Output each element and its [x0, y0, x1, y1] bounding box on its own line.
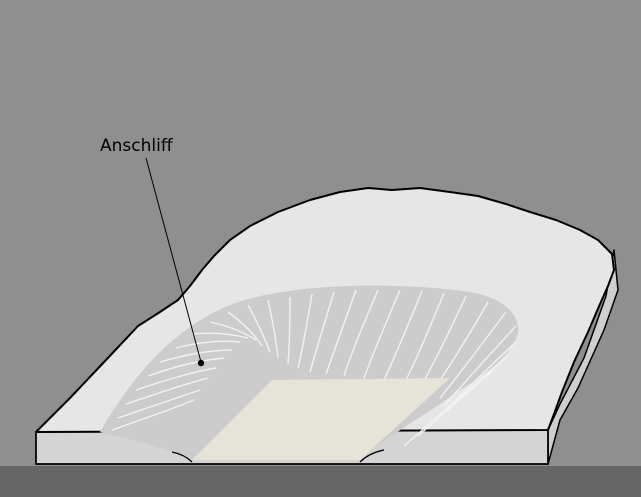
label-leader-dot — [198, 360, 204, 366]
ground-strip — [0, 466, 641, 497]
label-anschliff: Anschliff — [100, 136, 174, 156]
